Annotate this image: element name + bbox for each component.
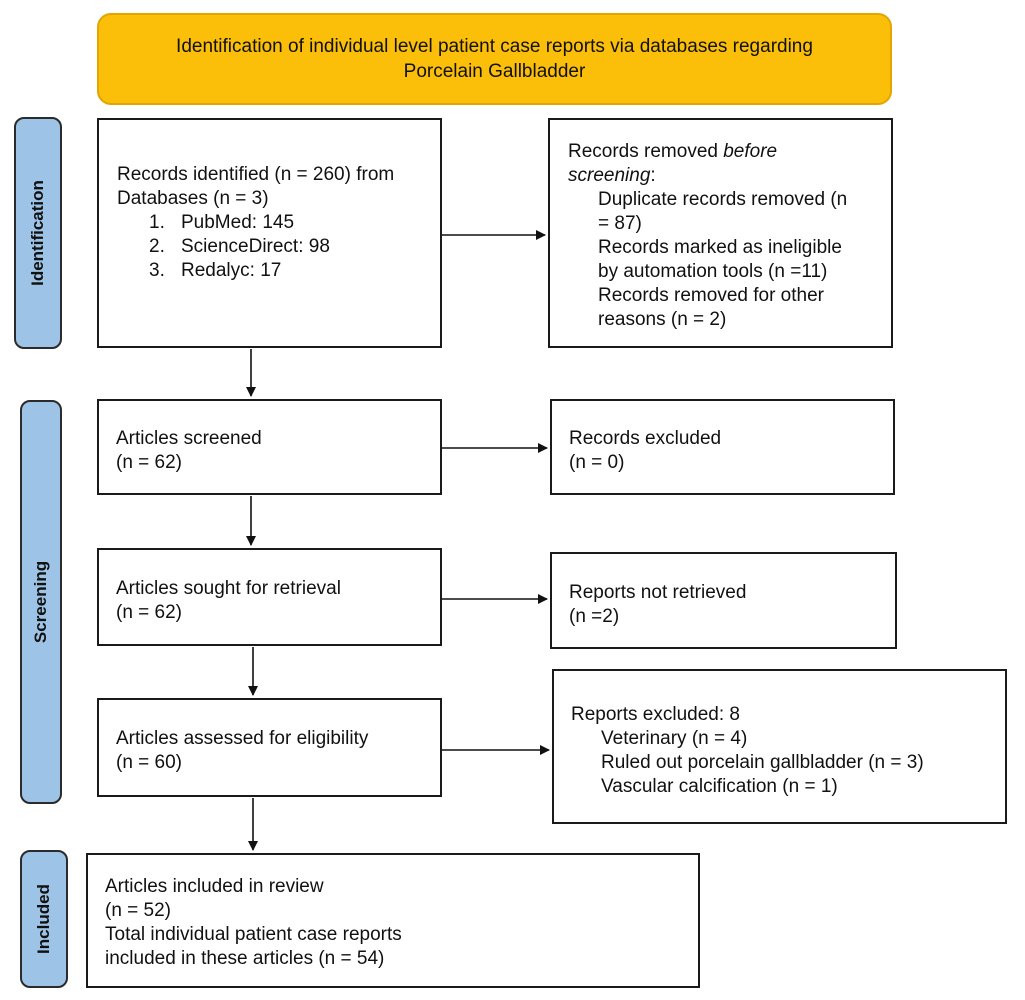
reports-excluded-box: Reports excluded: 8 Veterinary (n = 4) R… — [552, 669, 1007, 824]
removed-item: = 87) — [598, 213, 642, 234]
database-item: 3.Redalyc: 17 — [149, 260, 282, 281]
not-retrieved-label: Reports not retrieved — [569, 582, 747, 603]
reports-excluded-title: Reports excluded: 8 — [571, 704, 740, 725]
not-retrieved-count: (n =2) — [569, 606, 620, 627]
phase-included: Included — [20, 850, 68, 988]
excluded-label: Records excluded — [569, 428, 722, 449]
sought-count: (n = 62) — [116, 602, 183, 623]
included-line-4: included in these articles (n = 54) — [105, 948, 385, 969]
articles-sought-box: Articles sought for retrieval (n = 62) — [97, 548, 442, 646]
removed-title: Records removed before — [568, 141, 778, 162]
records-removed-box: Records removed before screening: Duplic… — [548, 118, 893, 348]
sought-label: Articles sought for retrieval — [116, 578, 341, 599]
reports-excluded-item: Veterinary (n = 4) — [601, 728, 748, 749]
included-line-1: Articles included in review — [105, 876, 324, 897]
articles-screened-box: Articles screened (n = 62) — [97, 399, 442, 495]
assessed-count: (n = 60) — [116, 752, 183, 773]
included-line-2: (n = 52) — [105, 900, 172, 921]
removed-item: Records marked as ineligible — [598, 237, 842, 258]
included-line-3: Total individual patient case reports — [105, 924, 402, 945]
header-line-1: Identification of individual level patie… — [176, 36, 813, 57]
screened-label: Articles screened — [116, 428, 262, 449]
records-identified-box: Records identified (n = 260) from Databa… — [97, 118, 442, 348]
flow-header: Identification of individual level patie… — [97, 13, 892, 105]
removed-item: reasons (n = 2) — [598, 309, 727, 330]
reports-not-retrieved-box: Reports not retrieved (n =2) — [550, 552, 897, 649]
removed-item: Records removed for other — [598, 285, 824, 306]
phase-identification: Identification — [14, 117, 62, 349]
assessed-label: Articles assessed for eligibility — [116, 728, 369, 749]
database-item: 1.PubMed: 145 — [149, 212, 295, 233]
phase-screening: Screening — [20, 400, 62, 804]
removed-title-line-2: screening: — [568, 165, 656, 186]
reports-excluded-item: Ruled out porcelain gallbladder (n = 3) — [601, 752, 924, 773]
removed-item: Duplicate records removed (n — [598, 189, 848, 210]
removed-item: by automation tools (n =11) — [598, 261, 828, 282]
records-excluded-box: Records excluded (n = 0) — [550, 399, 895, 495]
database-item: 2.ScienceDirect: 98 — [149, 236, 330, 257]
reports-excluded-item: Vascular calcification (n = 1) — [601, 776, 838, 797]
excluded-count: (n = 0) — [569, 452, 625, 473]
articles-included-box: Articles included in review (n = 52) Tot… — [86, 853, 700, 988]
identified-line-2: Databases (n = 3) — [117, 188, 269, 209]
identified-line-1: Records identified (n = 260) from — [117, 164, 395, 185]
screened-count: (n = 62) — [116, 452, 183, 473]
header-line-2: Porcelain Gallbladder — [403, 61, 586, 82]
articles-assessed-box: Articles assessed for eligibility (n = 6… — [97, 698, 442, 797]
